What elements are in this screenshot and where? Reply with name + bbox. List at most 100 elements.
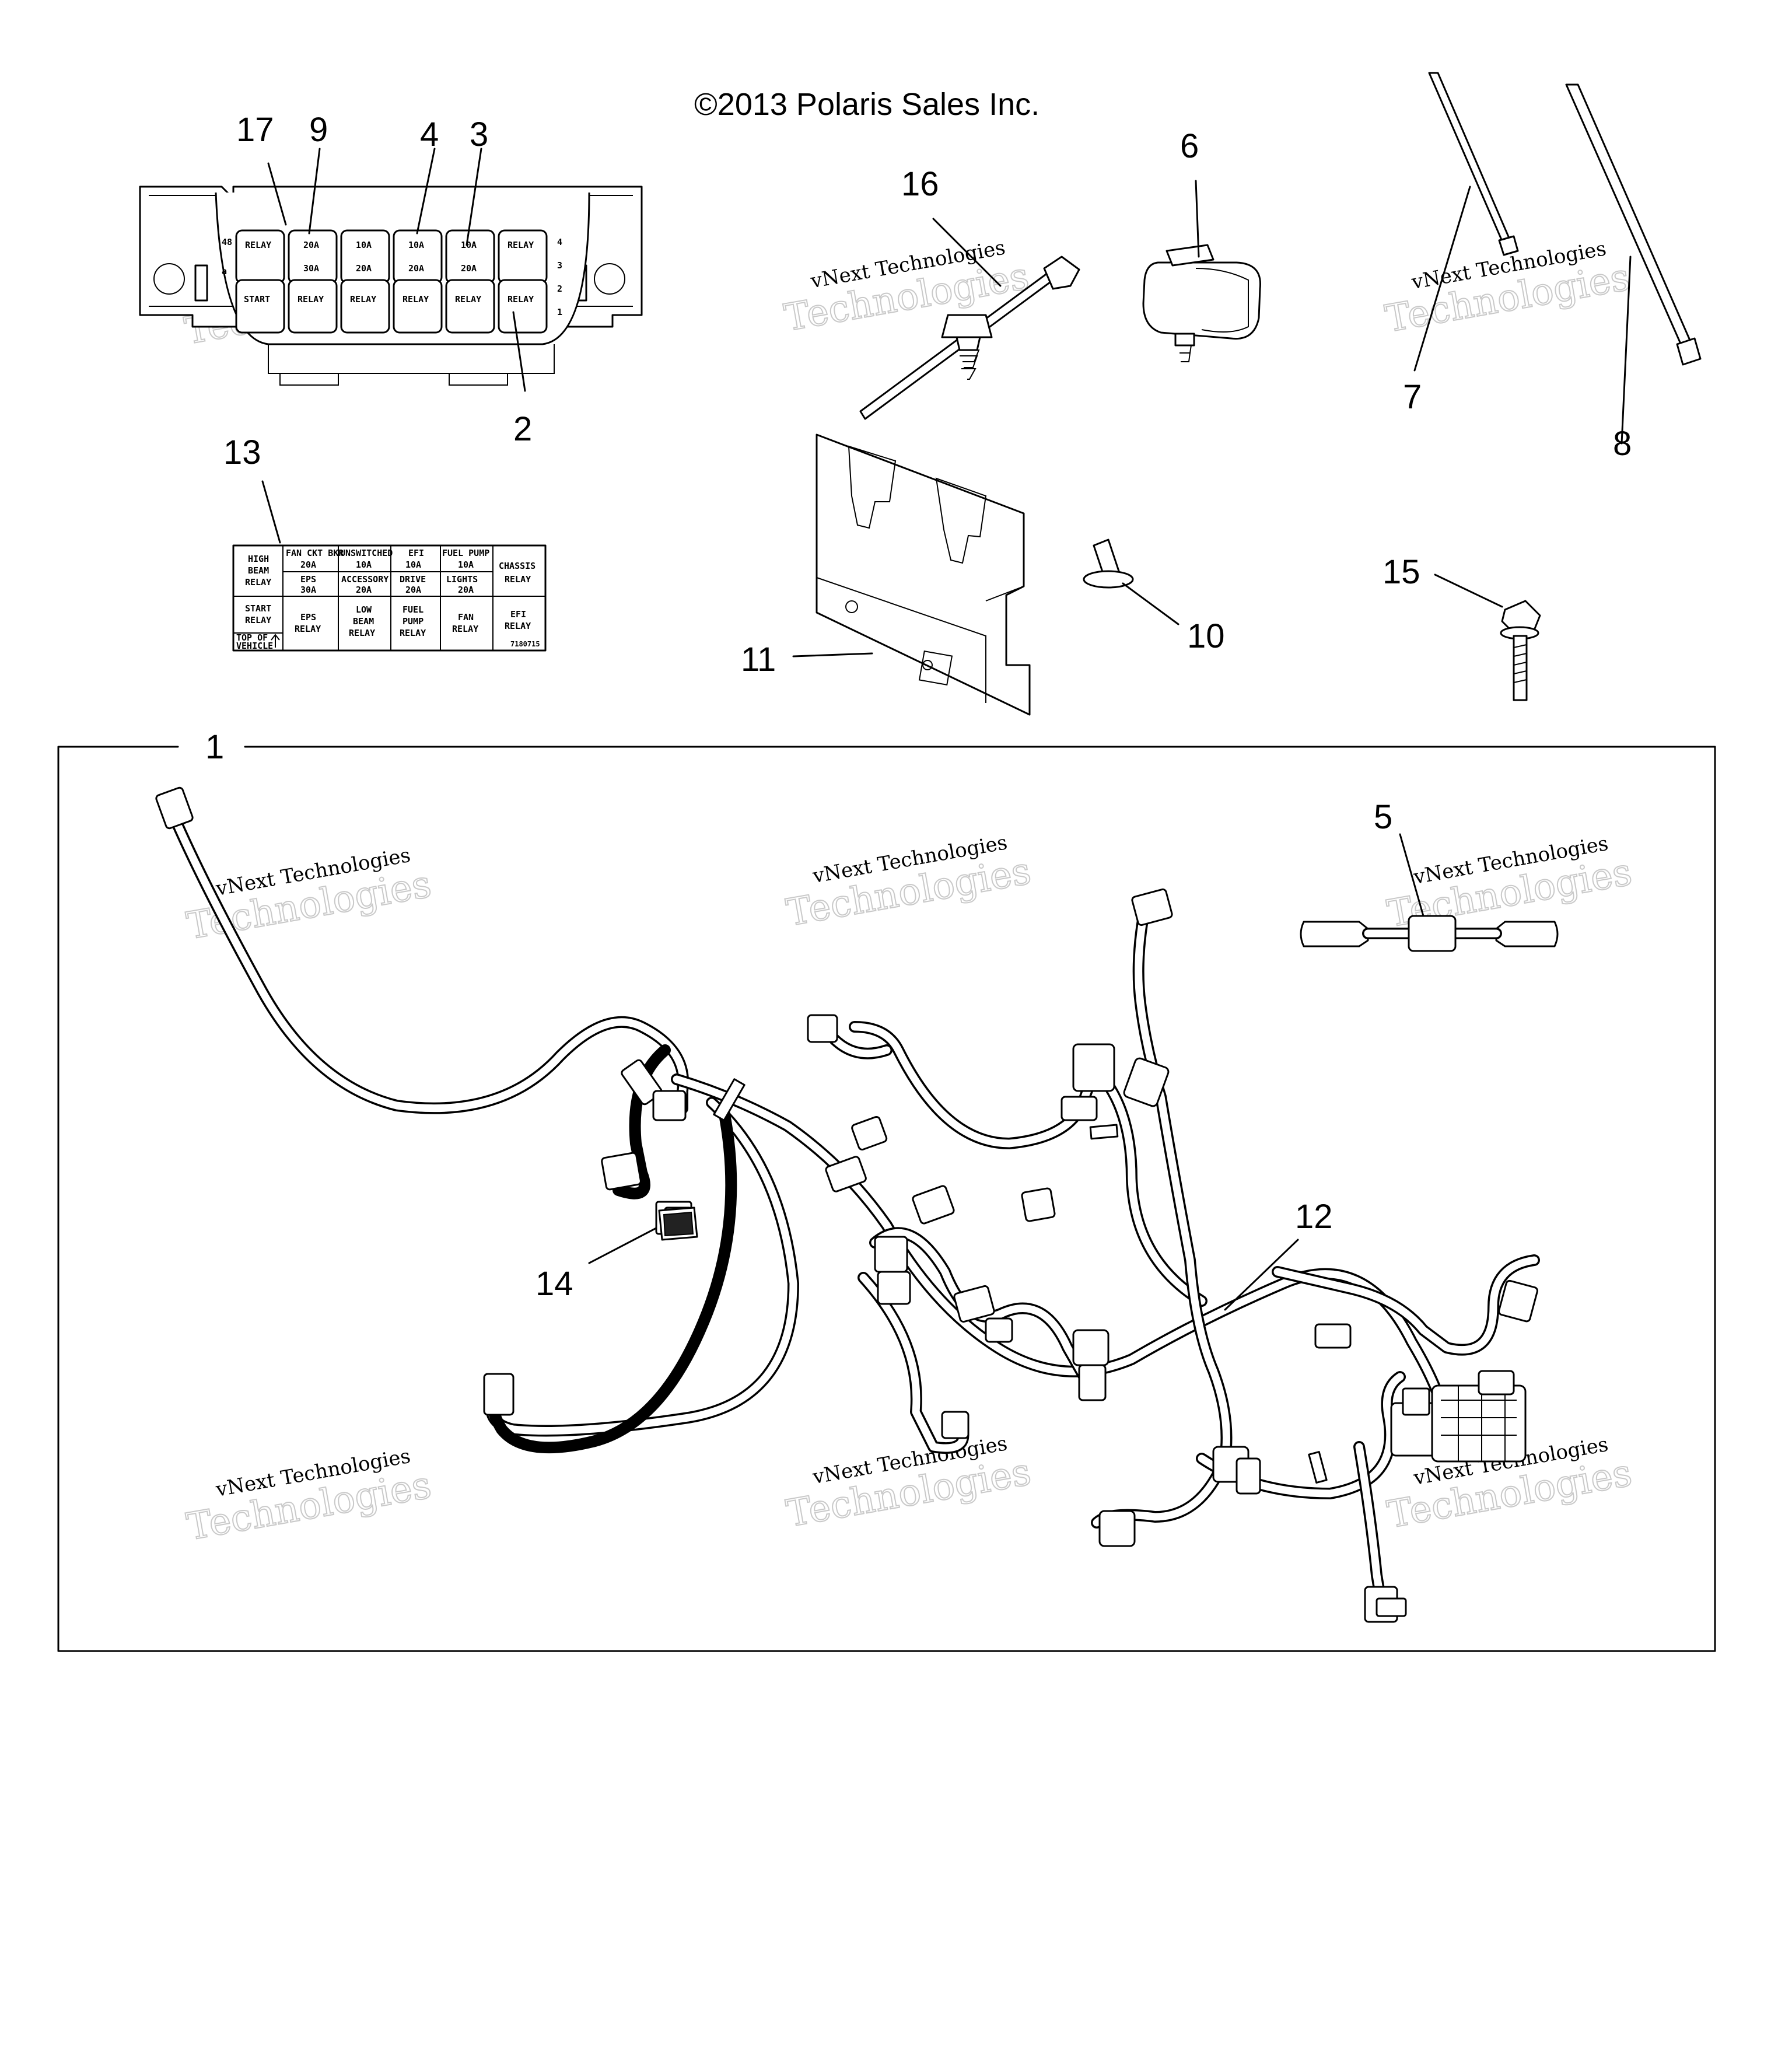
callout-3: 3: [470, 116, 488, 153]
harness-frame: [57, 746, 1716, 1652]
callout-11: 11: [741, 641, 776, 678]
connector-housing: [1142, 244, 1261, 362]
fuse-slot-label: RELAY: [455, 294, 481, 305]
decal-text: FAN: [458, 612, 474, 622]
callout-14: 14: [536, 1265, 573, 1303]
decal-text: UNSWITCHED: [340, 548, 393, 558]
callout-4: 4: [420, 116, 439, 153]
decal-text: PUMP: [402, 616, 424, 627]
cable-tie-mount: [859, 256, 1080, 420]
watermark: Technologies vNext Technologies: [783, 831, 1035, 935]
decal-text: RELAY: [452, 624, 478, 634]
mounting-hole-left: [153, 263, 185, 295]
decal-text: RELAY: [400, 628, 426, 638]
callout-1: 1: [205, 728, 224, 766]
decal-text: RELAY: [505, 621, 531, 631]
fuse-slot-label: 20A: [303, 240, 319, 250]
fuse-slot-label: RELAY: [402, 294, 429, 305]
decal-text: FUEL: [402, 604, 424, 615]
decal-text: EFI: [510, 609, 526, 620]
decal-text: RELAY: [295, 624, 321, 634]
callout-15: 15: [1382, 553, 1420, 591]
decal-text: START: [245, 603, 271, 614]
callout-10: 10: [1187, 617, 1225, 655]
fuse-slot-label: RELAY: [508, 294, 534, 305]
decal-text: RELAY: [505, 574, 531, 585]
callout-2: 2: [513, 410, 532, 448]
decal-text: EFI: [408, 548, 424, 558]
fuse-slot-label: RELAY: [298, 294, 324, 305]
decal-text: BEAM: [248, 565, 269, 576]
fuse-slot-label: 10A: [408, 240, 424, 250]
fuse-slot-label: 10A: [356, 240, 372, 250]
decal-text: BEAM: [353, 616, 374, 627]
decal-text: 20A: [300, 559, 316, 570]
flange-bolt: [1500, 600, 1541, 701]
fuse-decal: HIGH BEAM RELAY FAN CKT BKR 20A EPS 30A …: [232, 544, 547, 652]
decal-part-number: 7180715: [510, 640, 540, 648]
fuse-slot-label: RELAY: [508, 240, 534, 250]
fuse-link: [1300, 915, 1559, 952]
callout-12: 12: [1295, 1198, 1333, 1236]
decal-text: 20A: [458, 585, 474, 595]
arrow-up-icon: [271, 634, 280, 648]
decal-text: EPS: [300, 612, 316, 622]
pin-number: 2: [557, 284, 562, 294]
callout-13: 13: [223, 433, 261, 471]
callout-17: 17: [236, 111, 274, 149]
fuse-slot-label: 20A: [356, 263, 372, 274]
callout-8: 8: [1613, 425, 1632, 463]
pin-number: a: [222, 266, 227, 277]
callout-6: 6: [1180, 127, 1199, 165]
decal-text: RELAY: [245, 577, 271, 587]
callout-9: 9: [309, 111, 328, 149]
decal-text: 30A: [300, 585, 316, 595]
cable-tie-short: [1428, 72, 1519, 256]
decal-text: 10A: [405, 559, 421, 570]
decal-text: DRIVE: [400, 574, 426, 585]
main-wiring-harness: [155, 786, 1540, 1623]
fuse-slot-label: START: [244, 294, 270, 305]
pin-number: 48: [222, 237, 232, 247]
decal-text: VEHICLE: [236, 641, 273, 651]
decal-text: EPS: [300, 574, 316, 585]
decal-text: 20A: [356, 585, 372, 595]
watermark: Technologies vNext Technologies: [183, 1445, 435, 1550]
push-rivet: [1083, 538, 1134, 589]
decal-text: FAN CKT BKR: [286, 548, 344, 558]
decal-text: LOW: [356, 604, 372, 615]
watermark: Technologies vNext Technologies: [783, 1432, 1035, 1536]
decal-text: HIGH: [248, 554, 269, 564]
callout-5: 5: [1374, 798, 1392, 836]
pin-number: 3: [557, 260, 562, 271]
fuse-slot-label: 20A: [408, 263, 424, 274]
decal-text: 10A: [458, 559, 474, 570]
fuse-slot-label: 10A: [461, 240, 477, 250]
mounting-hole-right: [594, 263, 625, 295]
decal-text: RELAY: [245, 615, 271, 625]
copyright-notice: ©2013 Polaris Sales Inc.: [694, 87, 1040, 122]
decal-text: 20A: [405, 585, 421, 595]
decal-text: 10A: [356, 559, 372, 570]
decal-text: TOP OF: [236, 632, 268, 643]
fuse-slot-label: 20A: [461, 263, 477, 274]
decal-text: FUEL PUMP: [442, 548, 489, 558]
decal-text: RELAY: [349, 628, 375, 638]
cable-tie-long: [1565, 83, 1702, 366]
mounting-bracket: [816, 433, 1031, 716]
callout-7: 7: [1403, 378, 1422, 416]
relay-module: [658, 1206, 698, 1241]
pin-number: 4: [557, 237, 562, 247]
watermark: Technologies vNext Technologies: [183, 844, 435, 949]
fuse-box: RELAY 20A 10A 10A 10A RELAY 30A 20A 20A …: [139, 186, 643, 386]
pin-number: 1: [557, 307, 562, 317]
decal-text: ACCESSORY: [341, 574, 388, 585]
fuse-slot-label: RELAY: [245, 240, 271, 250]
callout-16: 16: [901, 165, 939, 203]
fuse-slot-label: 30A: [303, 263, 319, 274]
fuse-slot-label: RELAY: [350, 294, 376, 305]
decal-text: LIGHTS: [446, 574, 478, 585]
decal-text: CHASSIS: [499, 561, 536, 571]
